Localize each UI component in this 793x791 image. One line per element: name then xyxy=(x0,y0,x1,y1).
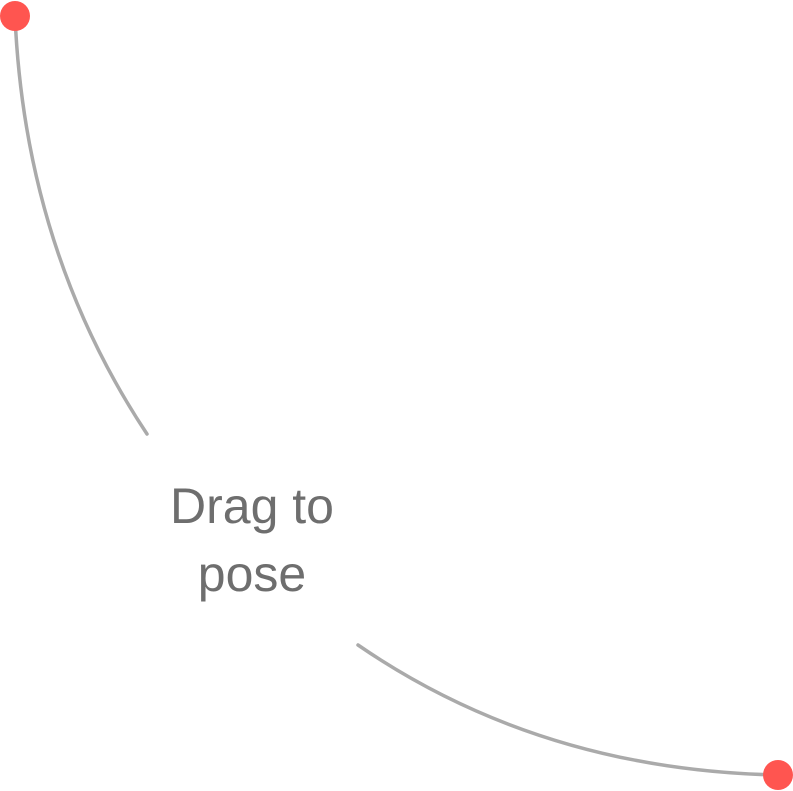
start-handle[interactable] xyxy=(0,1,30,31)
pose-arc-upper xyxy=(13,14,149,436)
drag-hint-line-1: Drag to xyxy=(170,478,334,534)
end-handle[interactable] xyxy=(763,760,793,790)
drag-hint: Drag to pose xyxy=(112,472,392,608)
pose-arc-lower xyxy=(356,643,780,777)
drag-hint-line-2: pose xyxy=(197,546,307,602)
